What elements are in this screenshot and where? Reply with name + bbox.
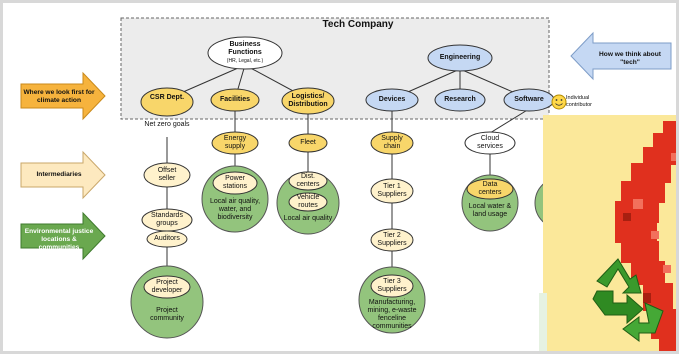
label-local-air-water: Local air quality, water, and biodiversi… [209, 198, 261, 221]
label-net-zero: Net zero goals [144, 121, 190, 128]
label-logistics: Logistics/ Distribution [288, 93, 328, 108]
node-power-stations [212, 171, 258, 195]
label-business-sub: (HR, Legal, etc.) [226, 58, 264, 64]
label-tier3: Tier 3 Suppliers [377, 278, 407, 293]
node-facilities [210, 88, 260, 112]
node-logistics [281, 87, 335, 115]
label-tier1: Tier 1 Suppliers [377, 183, 407, 198]
label-project-community: Project community [150, 307, 184, 322]
label-auditors: Auditors [154, 235, 180, 242]
node-supply-chain [370, 131, 414, 155]
node-energy-supply [211, 131, 259, 155]
label-csr: CSR Dept. [149, 94, 185, 101]
label-manufacturing: Manufacturing, mining, e-waste fenceline… [367, 299, 417, 330]
label-individual-contributor: Individual contributor [566, 95, 592, 108]
node-cloud-services [464, 131, 516, 155]
arrow-env-justice [20, 211, 106, 261]
diagram-graphics [20, 17, 676, 351]
node-tier2 [370, 228, 414, 252]
node-business-functions [207, 36, 283, 70]
arrow-how-we-think [570, 31, 672, 81]
node-dist-centers [288, 171, 328, 191]
recycle-icon [592, 258, 664, 342]
node-tier1 [370, 178, 414, 204]
label-business-functions: Business Functions [228, 41, 262, 56]
label-offset-seller: Offset seller [157, 167, 177, 182]
label-local-air: Local air quality [283, 215, 333, 222]
node-project-developer [143, 275, 191, 299]
arrow-label-env-justice: Environmental justice locations & commun… [24, 228, 94, 251]
arrow-where-we-look [20, 71, 106, 121]
node-auditors [146, 230, 188, 248]
label-research: Research [444, 96, 476, 103]
label-energy-supply: Energy supply [223, 135, 247, 150]
arrow-label-how-we-think: How we think about "tech" [599, 51, 661, 66]
node-engineering [427, 44, 493, 72]
label-local-water-land: Local water & land usage [468, 203, 512, 218]
node-offset-seller [143, 162, 191, 188]
label-engineering: Engineering [439, 54, 481, 61]
label-software: Software [514, 96, 544, 103]
page-title: Tech Company [322, 19, 394, 30]
node-devices [365, 88, 419, 112]
label-fleet: Fleet [300, 139, 316, 146]
node-tier3 [370, 274, 414, 298]
label-tier2: Tier 2 Suppliers [377, 232, 407, 247]
label-supply-chain: Supply chain [381, 135, 403, 150]
node-research [434, 88, 486, 112]
arrow-label-intermediaries: Intermediaries [36, 171, 82, 178]
label-cloud-services: Cloud services [477, 135, 503, 150]
arrow-intermediaries [20, 150, 106, 200]
node-csr [140, 87, 194, 117]
node-fleet [288, 133, 328, 153]
label-vehicle-routes: Vehicle routes [296, 194, 320, 209]
smiley-icon [551, 94, 567, 110]
node-vehicle-routes [288, 192, 328, 212]
label-standards-groups: Standards groups [151, 212, 183, 227]
label-project-developer: Project developer [151, 279, 183, 294]
label-facilities: Facilities [220, 96, 250, 103]
label-devices: Devices [378, 96, 406, 103]
label-dist-centers: Dist. centers [296, 173, 320, 188]
overlay-image [539, 115, 676, 351]
arrow-label-where-we-look: Where we look first for climate action [23, 89, 95, 104]
label-power-stations: Power stations [222, 175, 248, 190]
label-data-centers: Data centers [478, 181, 502, 196]
node-data-centers [466, 178, 514, 200]
